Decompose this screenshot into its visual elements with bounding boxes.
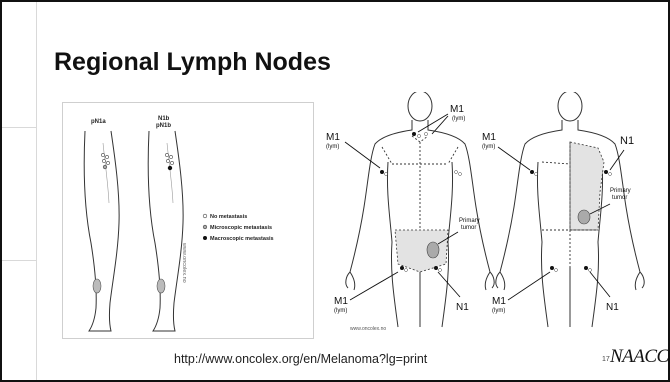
legend-label-1: Microscopic metastasis [210, 225, 272, 231]
margin-tick [2, 127, 36, 128]
front-body [346, 92, 494, 327]
front-arrows [345, 114, 460, 300]
back-label-n1-bottom: N1 [606, 302, 619, 313]
body-illustration: M1 (lym) M1 (lym) Primary tumor M1 (lym)… [320, 92, 660, 332]
front-watermark: www.oncolex.no [350, 326, 386, 332]
leg-label-left: pN1a [91, 119, 106, 125]
leg-label-right-2: pN1b [156, 123, 171, 129]
slide-title: Regional Lymph Nodes [54, 48, 331, 77]
legend-marker-black [203, 236, 207, 240]
body-figures: M1 (lym) M1 (lym) Primary tumor M1 (lym)… [320, 92, 660, 332]
back-label-n1-top: N1 [620, 135, 634, 147]
naaccr-logo: NAACCR [610, 346, 670, 368]
front-label-m1-left-sub: (lym) [326, 144, 339, 150]
back-label-m1-left: M1 [482, 132, 496, 143]
front-label-primary-2: tumor [461, 225, 476, 231]
tumor-left [93, 279, 101, 293]
legend-marker-gray [203, 225, 207, 229]
legend-label-2: Macroscopic metastasis [210, 236, 274, 242]
leg-label-right-1: N1b [158, 116, 170, 122]
front-label-m1-left: M1 [326, 132, 340, 143]
legend: No metastasis Microscopic metastasis Mac… [203, 214, 274, 242]
source-link[interactable]: http://www.oncolex.org/en/Melanoma?lg=pr… [174, 352, 427, 366]
front-label-m1-top: M1 [450, 104, 464, 115]
back-tumor [578, 210, 590, 224]
back-label-m1-bottom-sub: (lym) [492, 308, 505, 314]
back-label-primary-2: tumor [612, 195, 627, 201]
front-label-primary-1: Primary [459, 218, 480, 224]
back-label-m1-left-sub: (lym) [482, 144, 495, 150]
legend-marker-open [203, 214, 207, 218]
front-label-m1-top-sub: (lym) [452, 116, 465, 122]
front-label-n1: N1 [456, 302, 469, 313]
leg-illustration: pN1a N1b pN1b www.oncolex.no No metastas… [63, 103, 313, 338]
node-cluster-right [165, 153, 173, 170]
back-arrows [498, 147, 624, 300]
leg-figure: pN1a N1b pN1b www.oncolex.no No metastas… [62, 102, 314, 339]
node-cluster-left [101, 153, 109, 168]
slide-number: 17 [602, 356, 610, 363]
front-tumor [427, 242, 439, 258]
tumor-right [157, 279, 165, 293]
leg-watermark: www.oncolex.no [181, 242, 187, 283]
back-label-m1-bottom: M1 [492, 296, 506, 307]
back-label-primary-1: Primary [610, 188, 631, 194]
front-boundaries [382, 136, 458, 230]
front-drainage-region [395, 230, 448, 272]
legend-label-0: No metastasis [210, 214, 247, 220]
margin-tick [2, 260, 36, 261]
front-label-m1-bottom-sub: (lym) [334, 308, 347, 314]
margin-line [36, 2, 37, 380]
front-label-m1-bottom: M1 [334, 296, 348, 307]
